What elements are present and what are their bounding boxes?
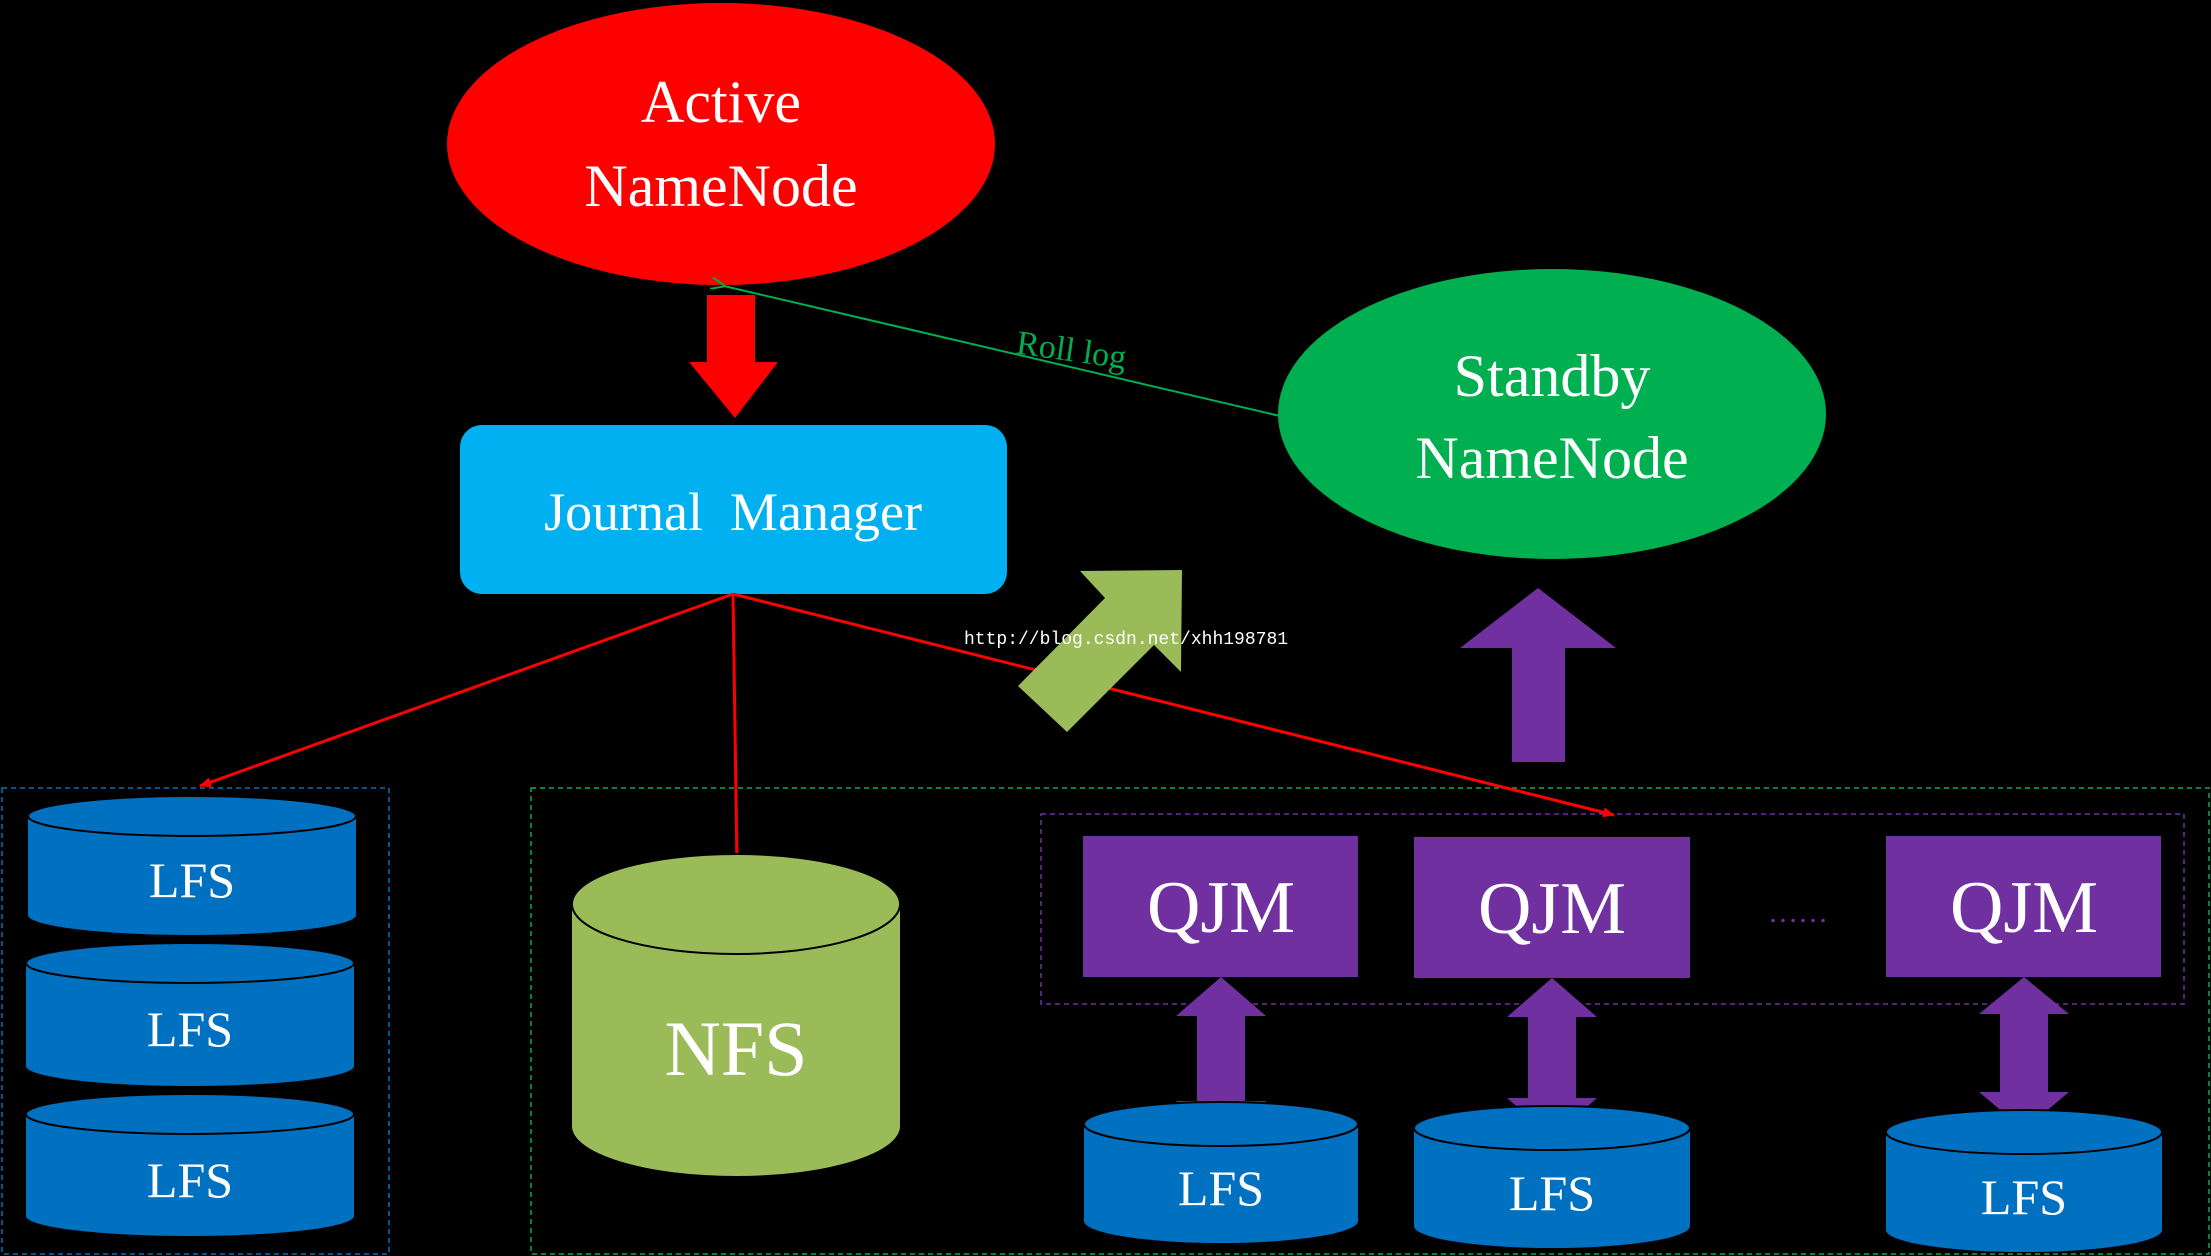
standby-namenode-label-2: NameNode <box>1415 425 1688 491</box>
standby-namenode <box>1278 269 1826 559</box>
qjm-node-3 <box>1886 836 2161 977</box>
local-disk-2: LFS <box>25 942 355 1086</box>
local-disk-3: LFS <box>25 1093 355 1236</box>
local-disk-1-label: LFS <box>149 852 235 908</box>
roll-log-arrow <box>724 286 1281 417</box>
local-disk-3-label: LFS <box>147 1152 233 1208</box>
nfs-label: NFS <box>664 1005 807 1092</box>
active-namenode-label-1: Active <box>641 69 801 135</box>
qjm-ellipsis: …… <box>1768 896 1828 929</box>
qjm-lfs-arrow-2 <box>1507 978 1597 1137</box>
journal-manager <box>460 425 1007 594</box>
qjm-disk-2-label: LFS <box>1509 1165 1595 1221</box>
roll-log-label: Roll log <box>1014 325 1129 377</box>
watermark: http://blog.csdn.net/xhh198781 <box>964 630 1288 650</box>
local-disk-1: LFS <box>27 795 357 935</box>
journal-to-local-arrow <box>199 592 734 788</box>
qjm-disk-1-label: LFS <box>1178 1160 1264 1216</box>
qjm-to-standby-arrow <box>1460 588 1616 762</box>
shared-storage-group <box>530 787 2210 1255</box>
qjm-lfs-arrow-1 <box>1176 977 1266 1140</box>
standby-namenode-label-1: Standby <box>1454 343 1651 409</box>
active-namenode <box>447 3 995 285</box>
journal-to-qjm-arrow <box>732 592 1615 818</box>
qjm-node-2-label: QJM <box>1478 868 1626 950</box>
qjm-disk-2: LFS <box>1413 1105 1691 1248</box>
qjm-node-2 <box>1414 837 1690 978</box>
journal-to-nfs-arrow <box>731 593 742 865</box>
active-namenode-label-2: NameNode <box>584 153 857 219</box>
qjm-node-1-label: QJM <box>1147 867 1295 949</box>
qjm-node-3-label: QJM <box>1950 867 2098 949</box>
nfs-storage: NFS <box>571 853 901 1176</box>
qjm-lfs-arrow-3 <box>1979 977 2069 1130</box>
qjm-disk-3: LFS <box>1885 1109 2163 1252</box>
qjm-node-1 <box>1083 836 1358 977</box>
left-lfs-group <box>1 787 390 1255</box>
shared-to-standby-arrow <box>1018 570 1182 732</box>
qjm-disk-3-label: LFS <box>1981 1169 2067 1225</box>
qjm-disk-1: LFS <box>1083 1101 1359 1243</box>
local-disk-2-label: LFS <box>147 1001 233 1057</box>
journal-manager-label: Journal Manager <box>544 482 922 542</box>
write-arrow <box>689 295 778 418</box>
